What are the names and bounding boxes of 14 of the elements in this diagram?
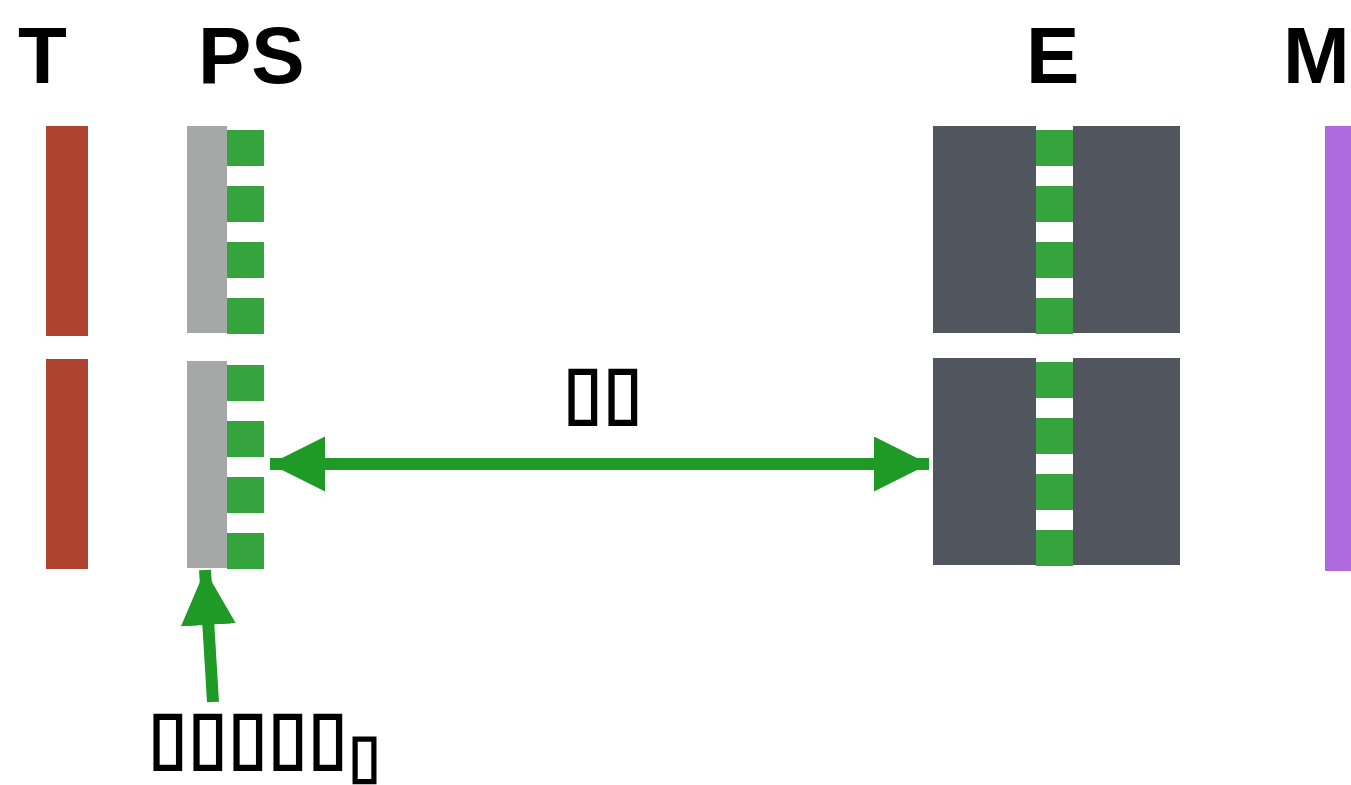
column-heading: E bbox=[1026, 16, 1080, 96]
bar bbox=[46, 126, 88, 336]
double-headed-arrow bbox=[270, 436, 929, 492]
plate-with-squares-drawing bbox=[187, 361, 264, 568]
plate-with-squares-drawing bbox=[187, 126, 264, 333]
column-heading: T bbox=[18, 16, 67, 96]
block-with-squares-drawing bbox=[933, 126, 1180, 333]
block-with-squares-drawing bbox=[933, 358, 1180, 565]
column-heading: M bbox=[1283, 16, 1350, 96]
column-heading: PS bbox=[198, 16, 305, 96]
bar bbox=[46, 359, 88, 569]
arrow bbox=[180, 569, 236, 703]
annotation-text: ▯▯▯▯▯$_{▯}$ bbox=[148, 700, 381, 785]
bar bbox=[1325, 126, 1351, 571]
